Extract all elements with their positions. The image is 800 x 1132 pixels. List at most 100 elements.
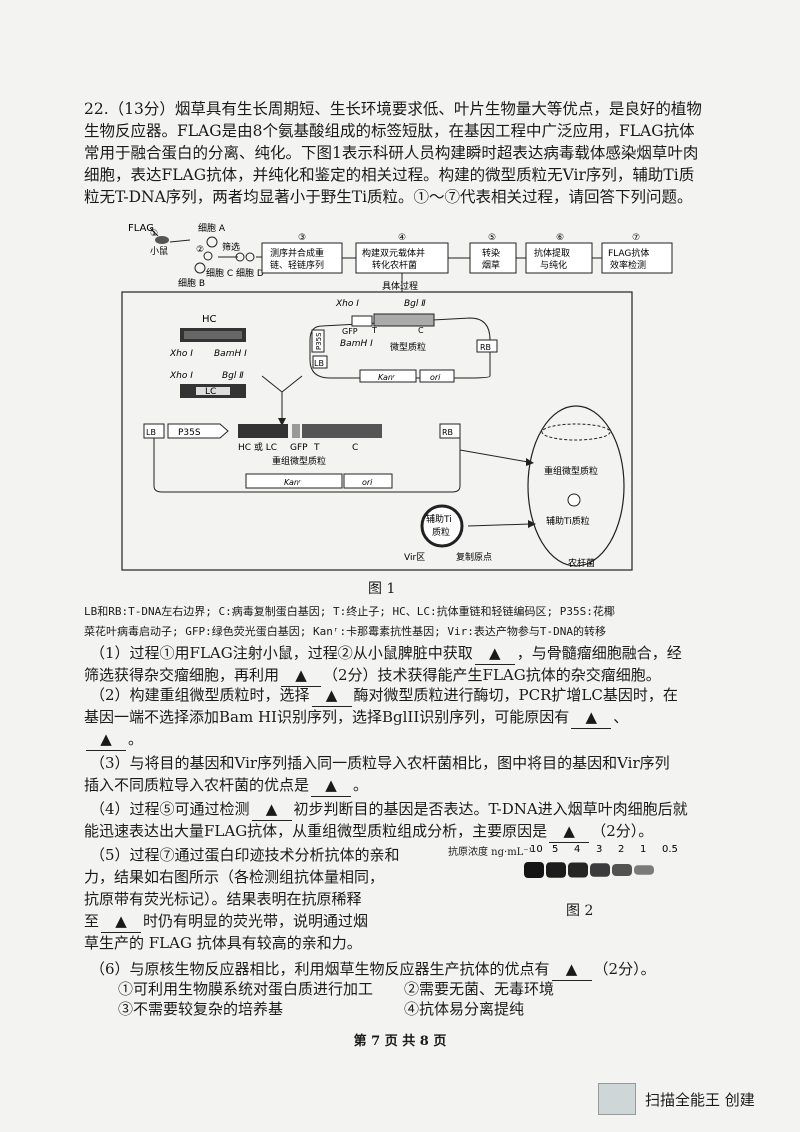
q3-text-a: （3）与将目的基因和Vir序列插入同一质粒导入农杆菌相比，图中将目的基因和Vir… <box>90 754 670 772</box>
hc-bamh-label: BamH Ⅰ <box>214 349 247 359</box>
q5-line-2: 力，结果如右图所示（各检测组抗体量相同， <box>84 868 385 886</box>
q3-line-2: 插入不同质粒导入农杆菌的优点是▲。 <box>84 774 368 797</box>
mini-p35s-label: P35S <box>315 332 323 350</box>
figure-legend: LB和RB:T-DNA左右边界; C:病毒复制蛋白基因; T:终止子; HC、L… <box>84 602 724 642</box>
legend-line-1: LB和RB:T-DNA左右边界; C:病毒复制蛋白基因; T:终止子; HC、L… <box>84 605 615 618</box>
q2-line-3: ▲。 <box>84 728 143 751</box>
mini-ori-label: ori <box>430 373 441 382</box>
recomb-plasmid-label: 重组微型质粒 <box>272 455 326 467</box>
q4-text-d: （2分）。 <box>591 822 654 840</box>
box3-text1: 测序并合成重 <box>270 247 324 259</box>
q1-blank-1[interactable]: ▲ <box>474 642 515 665</box>
q1-blank-2[interactable]: ▲ <box>281 664 322 687</box>
q6-option-2: ②需要无菌、无毒环境 <box>404 980 555 998</box>
q6-option-1: ①可利用生物膜系统对蛋白质进行加工 <box>118 980 374 998</box>
q2-text-c: 基因一端不选择添加Bam HI识别序列，选择BglII识别序列，可能原因有 <box>84 708 570 726</box>
q2-line-1: （2）构建重组微型质粒时，选择▲酶对微型质粒进行酶切，PCR扩增LC基因时，在 <box>90 684 678 707</box>
figure-1-caption: 图 1 <box>368 581 396 597</box>
detail-label: 具体过程 <box>382 280 418 292</box>
q3-line-1: （3）与将目的基因和Vir序列插入同一质粒导入农杆菌相比，图中将目的基因和Vir… <box>90 752 670 774</box>
q6-blank[interactable]: ▲ <box>551 958 592 981</box>
agro-recomb-label: 重组微型质粒 <box>544 465 598 477</box>
lc-label: LC <box>205 387 216 397</box>
box4-num: ④ <box>398 233 406 243</box>
q1-line-2: 筛选获得杂交瘤细胞，再利用▲（2分）技术获得能产生FLAG抗体的杂交瘤细胞。 <box>84 664 661 687</box>
mouse-label: 小鼠 <box>150 245 168 257</box>
mini-plasmid-label: 微型质粒 <box>390 341 426 353</box>
q5-line-5: 草生产的 FLAG 抗体具有较高的亲和力。 <box>84 934 362 952</box>
q6-line-1: （6）与原核生物反应器相比，利用烟草生物反应器生产抗体的优点有▲（2分）。 <box>90 958 656 981</box>
q4-text-a: （4）过程⑤可通过检测 <box>90 800 250 818</box>
q4-text-b: 初步判断目的基因是否表达。T-DNA进入烟草叶肉细胞后就 <box>293 800 688 818</box>
q2-text-e: 。 <box>128 730 144 748</box>
scanner-watermark: 扫描全能王 创建 <box>645 1091 755 1109</box>
process-box-6 <box>525 242 593 274</box>
q5-blank[interactable]: ▲ <box>101 910 142 933</box>
question-intro: 22.（13分）烟草具有生长周期短、生长环境要求低、叶片生物量大等优点，是良好的… <box>84 98 704 208</box>
vir-label: Vir区 <box>404 552 425 563</box>
fig2-band <box>546 862 566 878</box>
box5-text1: 转染 <box>482 247 500 259</box>
hc-xho-label: Xho Ⅰ <box>169 349 193 359</box>
q3-text-c: 。 <box>353 776 369 794</box>
box7-text2: 效率检测 <box>610 259 646 271</box>
mini-rb-label: RB <box>480 343 491 352</box>
q5-text-d: 至 <box>84 912 100 930</box>
agro-helper-label: 辅助Ti质粒 <box>546 515 590 527</box>
q1-text-a: （1）过程①用FLAG注射小鼠，过程②从小鼠脾脏中获取 <box>90 644 473 662</box>
q3-blank[interactable]: ▲ <box>311 774 352 797</box>
lc-xho-label: Xho Ⅰ <box>169 371 193 381</box>
q1-line-1: （1）过程①用FLAG注射小鼠，过程②从小鼠脾脏中获取▲，与骨髓瘤细胞融合，经 <box>90 642 682 665</box>
box7-text1: FLAG抗体 <box>608 247 649 259</box>
mini-lb-label: LB <box>314 359 324 368</box>
fig2-conc-label: 4 <box>574 844 580 855</box>
q1-text-d: （2分）技术获得能产生FLAG抗体的杂交瘤细胞。 <box>323 666 661 684</box>
recomb-rb-label: RB <box>442 428 453 437</box>
cell-b-icon <box>194 262 206 274</box>
recomb-hclc-label: HC 或 LC <box>238 441 277 453</box>
q6-text-a: （6）与原核生物反应器相比，利用烟草生物反应器生产抗体的优点有 <box>90 960 550 978</box>
fig2-axis-label: 抗原浓度 ng·mL⁻¹ <box>448 847 533 858</box>
recomb-kan-label: Kanʳ <box>284 478 302 487</box>
fig2-band <box>568 862 588 878</box>
box4-text2: 转化农杆菌 <box>372 259 417 271</box>
fig2-conc-label: 5 <box>552 844 558 855</box>
fig2-conc-label: 3 <box>596 844 602 855</box>
box5-num: ⑤ <box>488 233 496 243</box>
legend-line-2: 菜花叶病毒启动子; GFP:绿色荧光蛋白基因; Kanʳ:卡那霉素抗性基因; V… <box>84 625 606 638</box>
q1-text-b: ，与骨髓瘤细胞融合，经 <box>516 644 682 662</box>
mini-bgl-label: Bgl Ⅱ <box>404 299 426 309</box>
mini-bamh-label: BamH Ⅰ <box>340 339 373 349</box>
q5-text-e: 时仍有明显的荧光带，说明通过烟 <box>143 912 369 930</box>
fig2-conc-label: 10 <box>530 844 543 855</box>
q4-blank-1[interactable]: ▲ <box>251 798 292 821</box>
detail-frame <box>121 291 633 571</box>
mini-xho-label: Xho Ⅰ <box>335 299 359 309</box>
q2-text-d: 、 <box>613 708 629 726</box>
scanner-logo <box>598 1083 636 1115</box>
box3-num: ③ <box>298 233 306 243</box>
q4-line-2: 能迅速表达出大量FLAG抗体，从重组微型质粒组成分析，主要原因是▲（2分）。 <box>84 820 653 843</box>
cell-b-label: 细胞 B <box>178 277 205 289</box>
cell-cd-label: 细胞 C 细胞 D <box>206 267 264 279</box>
box3-text2: 链、轻链序列 <box>270 259 324 271</box>
q2-blank-1[interactable]: ▲ <box>311 684 352 707</box>
q1-text-c: 筛选获得杂交瘤细胞，再利用 <box>84 666 280 684</box>
lc-bgl-label: Bgl Ⅱ <box>222 371 244 381</box>
recomb-ori-label: ori <box>362 478 373 487</box>
q4-text-c: 能迅速表达出大量FLAG抗体，从重组微型质粒组成分析，主要原因是 <box>84 822 548 840</box>
q2-text-b: 酶对微型质粒进行酶切，PCR扩增LC基因时，在 <box>353 686 678 704</box>
box6-text2: 与纯化 <box>540 259 567 271</box>
q2-blank-2[interactable]: ▲ <box>571 706 612 729</box>
mouse-icon <box>155 236 169 244</box>
helper-ti-label-2: 质粒 <box>432 526 450 538</box>
q5-line-1: （5）过程⑦通过蛋白印迹技术分析抗体的亲和 <box>90 846 400 864</box>
q5-line-3: 抗原带有荧光标记）。结果表明在抗原稀释 <box>84 890 362 908</box>
q2-line-2: 基因一端不选择添加Bam HI识别序列，选择BglII识别序列，可能原因有▲、 <box>84 706 628 729</box>
q4-blank-2[interactable]: ▲ <box>549 820 590 843</box>
q2-text-a: （2）构建重组微型质粒时，选择 <box>90 686 310 704</box>
q2-blank-3[interactable]: ▲ <box>86 728 126 751</box>
agrobacterium-cell <box>527 405 625 567</box>
hc-label: HC <box>202 314 217 325</box>
